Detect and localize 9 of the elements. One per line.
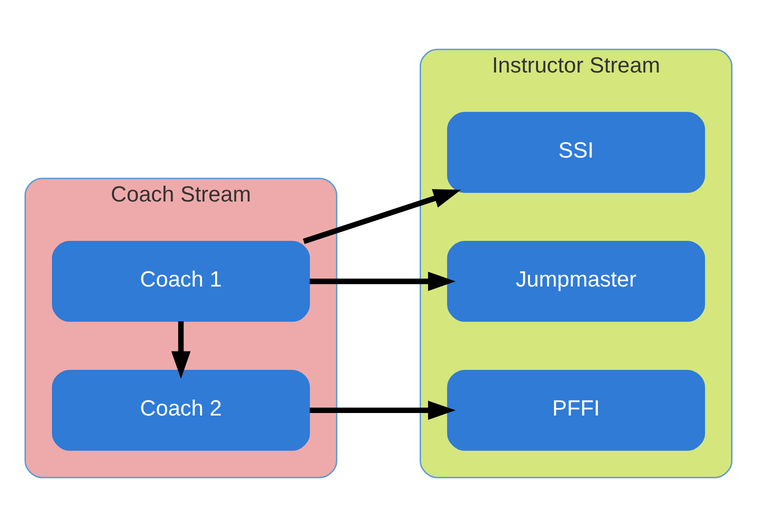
node-box: Jumpmaster: [447, 240, 706, 322]
node-box: Coach 2: [52, 370, 310, 451]
arrow: [171, 321, 191, 379]
node-box: PFFI: [447, 370, 706, 451]
node-box: SSI: [447, 112, 706, 193]
node-box: Coach 1: [52, 240, 310, 322]
arrow: [310, 400, 456, 420]
arrow: [310, 272, 456, 291]
arrow: [302, 189, 462, 244]
